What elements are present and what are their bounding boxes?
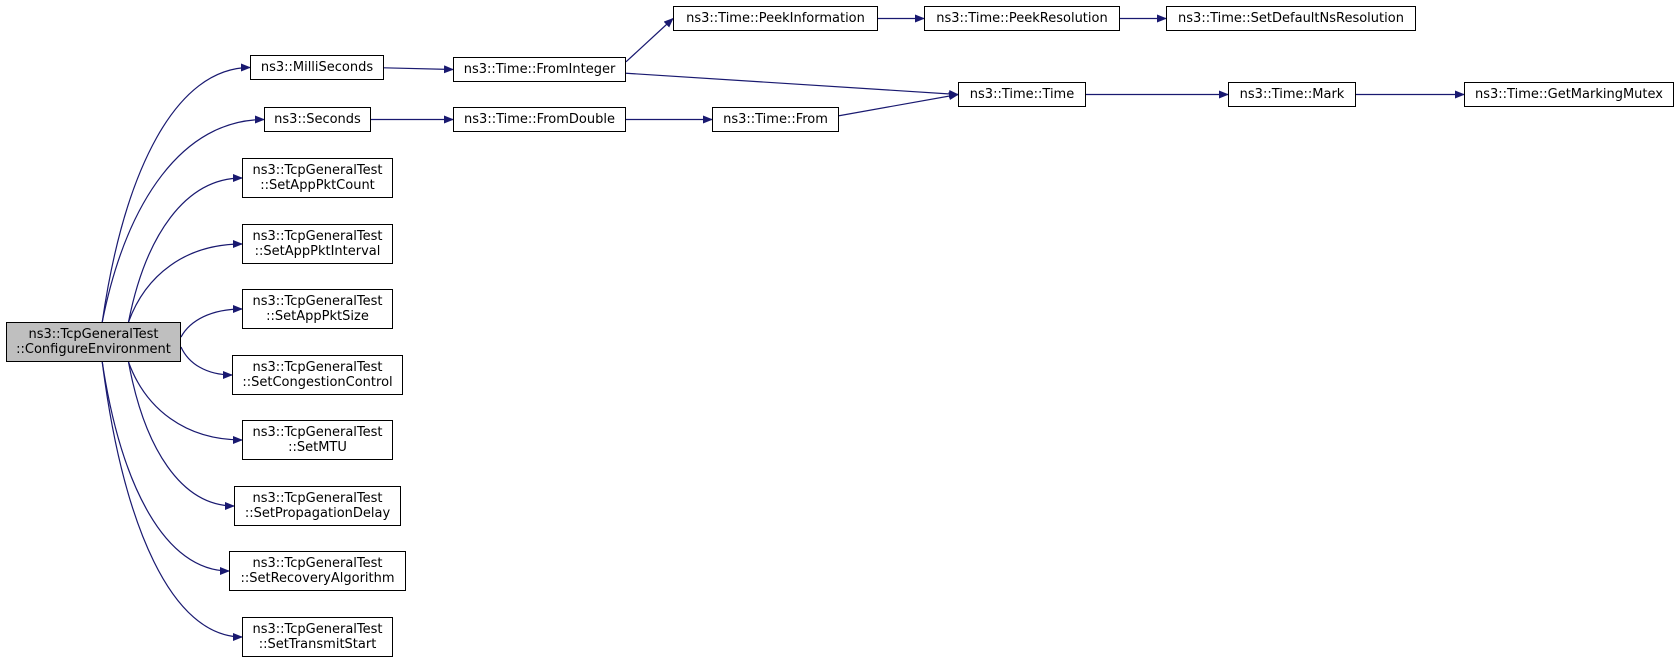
node-label-line2: ::SetMTU — [288, 440, 347, 455]
edge-layer — [101, 14, 1465, 641]
node-label-line1: ns3::TcpGeneralTest — [252, 229, 383, 244]
node-label: ns3::Time::GetMarkingMutex — [1475, 87, 1663, 102]
node-from-integer[interactable]: ns3::Time::FromInteger — [453, 57, 626, 82]
node-peek-resolution[interactable]: ns3::Time::PeekResolution — [924, 6, 1120, 31]
edge-configure-to-setapppktinterval — [127, 240, 243, 323]
node-label: ns3::Time::Time — [969, 87, 1075, 102]
edge-configure-to-seconds — [101, 115, 265, 323]
node-label-line1: ns3::TcpGeneralTest — [252, 163, 383, 178]
edge-milli-to-frominteger — [383, 65, 454, 74]
node-label: ns3::Time::FromInteger — [463, 62, 616, 77]
edge-configure-to-setapppktcount — [127, 174, 243, 323]
node-get-marking-mutex[interactable]: ns3::Time::GetMarkingMutex — [1464, 82, 1674, 107]
node-label-line1: ns3::TcpGeneralTest — [252, 491, 383, 506]
edge-configure-to-setapppktsize — [180, 305, 243, 338]
node-label-line2: ::ConfigureEnvironment — [16, 342, 171, 357]
node-configure-environment: ns3::TcpGeneralTest ::ConfigureEnvironme… — [6, 322, 181, 362]
node-set-transmit-start[interactable]: ns3::TcpGeneralTest ::SetTransmitStart — [242, 617, 393, 657]
node-label-line2: ::SetAppPktCount — [260, 178, 375, 193]
node-set-recovery-algorithm[interactable]: ns3::TcpGeneralTest ::SetRecoveryAlgorit… — [229, 551, 406, 591]
node-label: ns3::MilliSeconds — [260, 60, 374, 75]
node-milli-seconds[interactable]: ns3::MilliSeconds — [250, 55, 384, 80]
node-label: ns3::Time::PeekResolution — [936, 11, 1108, 26]
edge-configure-to-setcongestion — [180, 346, 233, 379]
node-label: ns3::Time::FromDouble — [464, 112, 615, 127]
node-set-app-pkt-count[interactable]: ns3::TcpGeneralTest ::SetAppPktCount — [242, 158, 393, 198]
edge-from-to-time — [838, 92, 959, 117]
node-set-app-pkt-size[interactable]: ns3::TcpGeneralTest ::SetAppPktSize — [242, 289, 393, 329]
node-label-line2: ::SetAppPktSize — [266, 309, 369, 324]
node-label: ns3::Time::SetDefaultNsResolution — [1178, 11, 1404, 26]
node-from[interactable]: ns3::Time::From — [712, 107, 839, 132]
node-label-line1: ns3::TcpGeneralTest — [252, 360, 383, 375]
node-label-line2: ::SetRecoveryAlgorithm — [240, 571, 395, 586]
node-label-line1: ns3::TcpGeneralTest — [252, 294, 383, 309]
node-label: ns3::Time::PeekInformation — [686, 11, 865, 26]
node-label-line1: ns3::TcpGeneralTest — [252, 622, 383, 637]
node-from-double[interactable]: ns3::Time::FromDouble — [453, 107, 626, 132]
edge-configure-to-settransmit — [101, 361, 243, 641]
node-set-mtu[interactable]: ns3::TcpGeneralTest ::SetMTU — [242, 420, 393, 460]
node-label-line1: ns3::TcpGeneralTest — [252, 425, 383, 440]
node-seconds[interactable]: ns3::Seconds — [264, 107, 371, 132]
edge-frominteger-to-time — [625, 72, 959, 98]
node-time-constructor[interactable]: ns3::Time::Time — [958, 82, 1086, 107]
node-mark[interactable]: ns3::Time::Mark — [1228, 82, 1356, 107]
node-label-line2: ::SetPropagationDelay — [244, 506, 391, 521]
node-peek-information[interactable]: ns3::Time::PeekInformation — [673, 6, 878, 31]
edge-configure-to-setrecovery — [101, 361, 230, 575]
node-label: ns3::Time::Mark — [1239, 87, 1345, 102]
node-set-propagation-delay[interactable]: ns3::TcpGeneralTest ::SetPropagationDela… — [234, 486, 401, 526]
node-label-line2: ::SetAppPktInterval — [254, 244, 381, 259]
edge-configure-to-milli — [101, 63, 251, 323]
node-set-default-ns-resolution[interactable]: ns3::Time::SetDefaultNsResolution — [1166, 6, 1416, 31]
node-label: ns3::Seconds — [274, 112, 361, 127]
edge-configure-to-setmtu — [127, 361, 243, 444]
node-label-line2: ::SetCongestionControl — [242, 375, 393, 390]
node-label-line2: ::SetTransmitStart — [258, 637, 377, 652]
edge-frominteger-to-peekinfo — [625, 17, 674, 63]
node-set-congestion-control[interactable]: ns3::TcpGeneralTest ::SetCongestionContr… — [232, 355, 403, 395]
node-label: ns3::Time::From — [723, 112, 828, 127]
edge-configure-to-setpropagation — [127, 361, 235, 510]
node-set-app-pkt-interval[interactable]: ns3::TcpGeneralTest ::SetAppPktInterval — [242, 224, 393, 264]
node-label-line1: ns3::TcpGeneralTest — [252, 556, 383, 571]
node-label-line1: ns3::TcpGeneralTest — [28, 327, 159, 342]
